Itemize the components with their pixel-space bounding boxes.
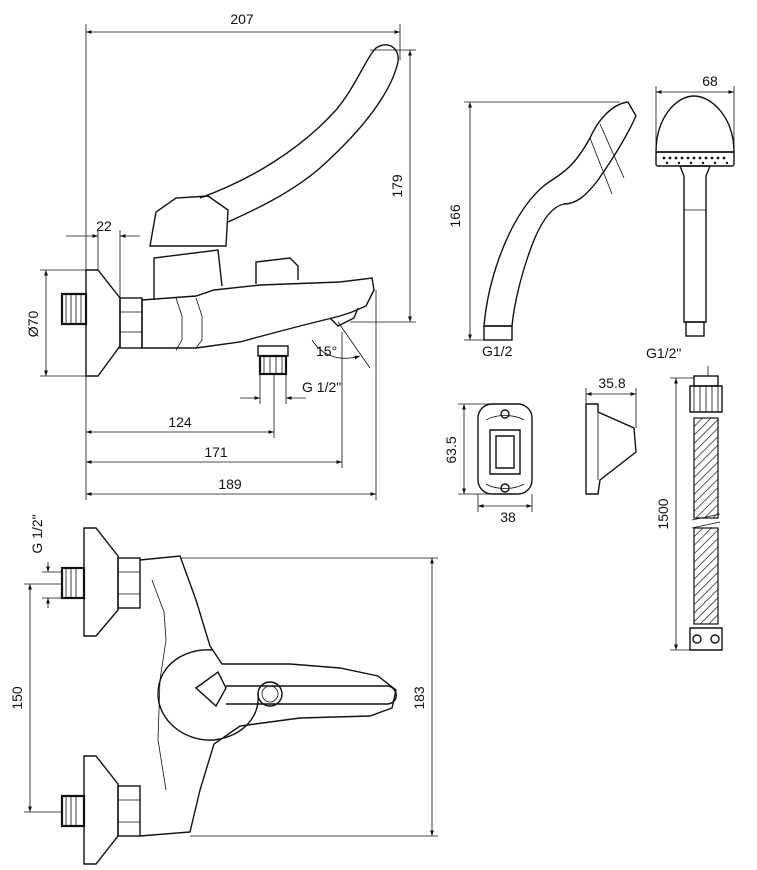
spray-holes [662, 156, 729, 165]
dim-22: 22 [96, 218, 112, 234]
top-view-dimensions: G 1/2" 150 183 [9, 514, 438, 837]
dim-63-5: 63.5 [443, 436, 459, 463]
dim-171: 171 [204, 444, 228, 460]
dim-68: 68 [702, 73, 718, 89]
mixer-side-view [60, 44, 399, 377]
dim-outlet-thread: G 1/2" [302, 379, 341, 395]
hand-shower-front-view: 68 [655, 73, 735, 337]
dim-179: 179 [389, 174, 405, 198]
dim-o70: Ø70 [25, 311, 41, 338]
dim-top-thread: G 1/2" [29, 514, 45, 553]
dim-189: 189 [218, 476, 242, 492]
dim-166: 166 [447, 204, 463, 228]
dim-124: 124 [168, 414, 192, 430]
wall-holder-side-view: 35.8 [585, 375, 637, 495]
mixer-top-view [60, 527, 397, 865]
dim-handshower-thread: G1/2 [482, 343, 513, 359]
side-view-dimensions: 207 179 22 Ø70 15° G 1/2" 124 171 [25, 11, 416, 500]
dim-150: 150 [9, 686, 25, 710]
dim-207: 207 [230, 11, 254, 27]
dim-hose-thread: G1/2" [646, 345, 681, 361]
dim-183: 183 [411, 686, 427, 710]
dim-35-8: 35.8 [598, 375, 625, 391]
dim-15-degrees: 15° [316, 343, 337, 359]
hand-shower-side-view: 166 G1/2 [447, 101, 637, 359]
wall-holder-front-view: 63.5 38 [443, 403, 533, 525]
dim-1500: 1500 [655, 498, 671, 529]
dim-38: 38 [500, 509, 516, 525]
shower-hose: G1/2" 1500 [646, 345, 723, 651]
